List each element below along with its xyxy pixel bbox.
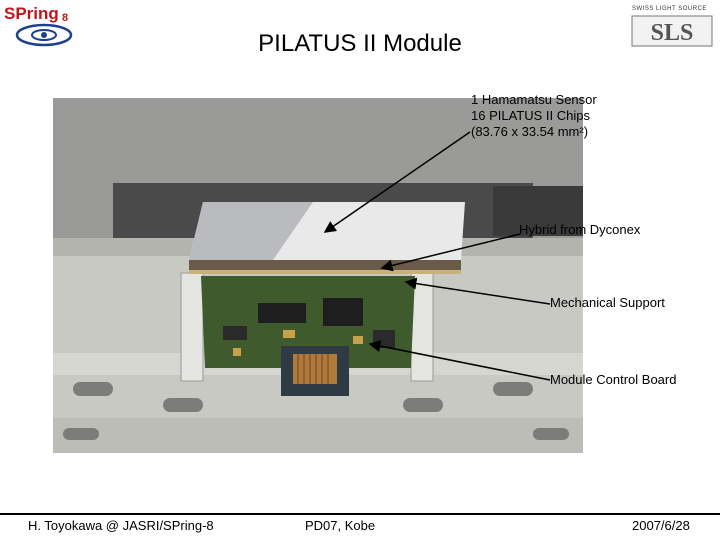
module-photo: [53, 98, 583, 453]
sensor-annotation: 1 Hamamatsu Sensor 16 PILATUS II Chips (…: [471, 92, 597, 140]
spring8-orbit-icon: [15, 23, 73, 47]
sls-logo-letters: SLS: [651, 20, 694, 46]
sls-logo-mark: SLS: [631, 15, 713, 47]
footer-author: H. Toyokawa @ JASRI/SPring-8: [28, 518, 214, 533]
sensor-line-2: 16 PILATUS II Chips: [471, 108, 590, 123]
sensor-line-1: 1 Hamamatsu Sensor: [471, 92, 597, 107]
spring8-logo-text: SPring: [4, 4, 59, 23]
footer-date: 2007/6/28: [632, 518, 690, 533]
sensor-line-3: (83.76 x 33.54 mm²): [471, 124, 589, 139]
sls-logo: SWISS LIGHT SOURCE SLS: [630, 6, 714, 48]
spring8-logo-number: 8: [62, 12, 69, 24]
spring8-logo: SPring 8: [4, 4, 84, 48]
footer-divider: [0, 513, 720, 515]
footer-venue: PD07, Kobe: [305, 518, 376, 533]
hybrid-label: Hybrid from Dyconex: [519, 222, 641, 237]
control-board-label: Module Control Board: [550, 372, 677, 387]
mechanical-support-label: Mechanical Support: [550, 295, 665, 310]
sls-logo-caption: SWISS LIGHT SOURCE: [632, 6, 707, 12]
slide-title: PILATUS II Module: [258, 30, 462, 57]
